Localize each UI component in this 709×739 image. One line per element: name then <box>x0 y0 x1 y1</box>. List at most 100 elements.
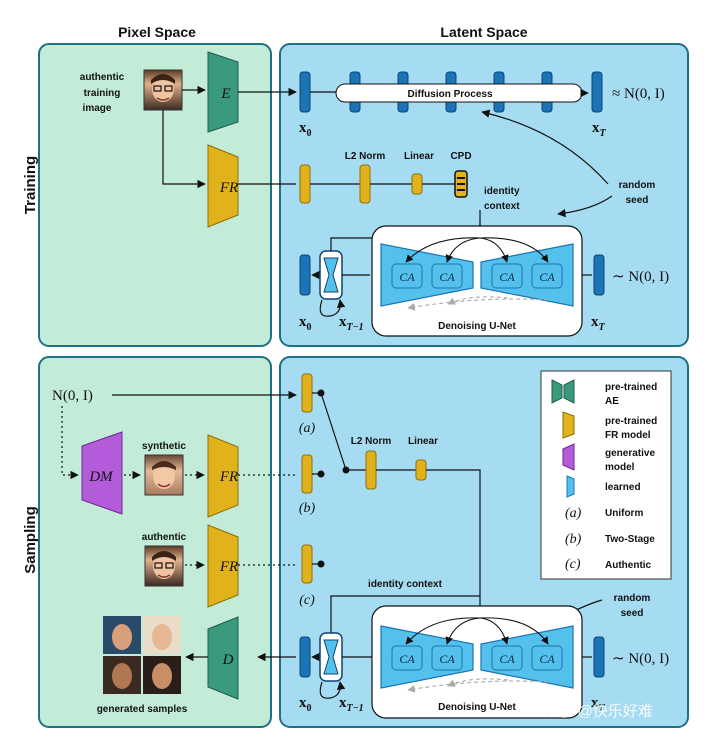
ca-label-t2: CA <box>439 270 455 284</box>
encoder-label: E <box>220 86 230 102</box>
option-a-label: (a) <box>299 421 316 436</box>
denoise-x0-block-sampling <box>299 636 311 678</box>
line-linear-to-context-sampling <box>426 469 481 610</box>
fr-embedding-block <box>299 164 311 204</box>
loop-arrow-sampling <box>319 681 346 699</box>
random-seed-label-training-1: random <box>619 180 656 191</box>
unet-label-sampling: Denoising U-Net <box>438 702 516 713</box>
random-seed-label-sampling-2: seed <box>621 608 644 619</box>
legend-learned: learned <box>605 482 641 493</box>
xT1-label-training: xT−1 <box>339 314 364 333</box>
synthetic-label: synthetic <box>142 441 186 452</box>
identity-context-label-sampling: identity context <box>368 579 443 590</box>
fr-block-sampling-authentic <box>207 524 239 608</box>
linear-block-training <box>411 173 423 195</box>
legend-b-label: Two-Stage <box>605 534 655 545</box>
unet-sampling <box>371 605 583 719</box>
l2-norm-block-sampling <box>365 450 377 490</box>
ca-label-t3: CA <box>499 270 515 284</box>
denoise-x0-label-sampling: x0 <box>299 695 312 714</box>
loop-arrow-training <box>319 299 346 317</box>
ca-label-s3: CA <box>499 652 515 666</box>
header-pixel-space: Pixel Space <box>118 24 196 40</box>
section-label-training: Training <box>22 156 39 214</box>
cpd-label: CPD <box>450 151 471 162</box>
training-face-image <box>143 69 183 111</box>
ca-label-t1: CA <box>399 270 415 284</box>
legend-fr-line2: FR model <box>605 430 651 441</box>
identity-context-label-2: context <box>484 201 520 212</box>
fr-block-sampling-synthetic <box>207 434 239 518</box>
denoise-xT-label-training: xT <box>591 314 606 333</box>
training-image-label-line1: authentic <box>80 72 125 83</box>
cpd-block <box>454 170 468 198</box>
approx-normal-label: ≈ N(0, I) <box>612 86 665 102</box>
linear-block-sampling <box>415 459 427 481</box>
legend-gm-line2: model <box>605 462 635 473</box>
generated-samples-grid <box>103 616 181 694</box>
identity-context-feed-sampling <box>330 595 480 633</box>
header-latent-space: Latent Space <box>440 24 527 40</box>
denoise-x0-label-training: x0 <box>299 314 312 333</box>
option-b-label: (b) <box>299 501 316 516</box>
arrow-seed-to-diffusion <box>481 109 609 185</box>
step-block-training <box>319 250 343 300</box>
arrow-seed-to-unet <box>557 195 613 218</box>
linear-label-training: Linear <box>404 151 434 162</box>
diffusion-process-label: Diffusion Process <box>407 89 492 100</box>
xT1-label-sampling: xT−1 <box>339 695 364 714</box>
section-label-sampling: Sampling <box>22 506 39 574</box>
authentic-face-image-sampling <box>144 545 184 587</box>
unet-label-training: Denoising U-Net <box>438 321 516 332</box>
legend-ae-line1: pre-trained <box>605 382 657 393</box>
ca-label-s2: CA <box>439 652 455 666</box>
linear-label-sampling: Linear <box>408 436 438 447</box>
dm-label: DM <box>88 469 114 485</box>
unet-training <box>371 225 583 337</box>
sim-normal-label-sampling: ∼ N(0, I) <box>612 651 669 667</box>
option-c-block <box>301 544 313 584</box>
legend <box>540 370 672 580</box>
step-block-sampling <box>319 632 343 682</box>
latent-x0-block <box>299 71 311 113</box>
denoise-xT-label-sampling: xT <box>591 695 606 714</box>
legend-a-symbol: (a) <box>565 506 582 521</box>
identity-context-label-1: identity <box>484 186 520 197</box>
l2-norm-label-training: L2 Norm <box>345 151 386 162</box>
fr-block-training <box>207 144 239 228</box>
latent-xT-block <box>591 71 603 113</box>
ca-label-s1: CA <box>399 652 415 666</box>
legend-fr-line1: pre-trained <box>605 416 657 427</box>
dm-block <box>81 431 123 515</box>
watermark: 知乎 @快乐好难 <box>543 703 652 720</box>
denoise-xT-block-sampling <box>593 636 605 678</box>
option-a-block <box>301 373 313 413</box>
training-image-label-line2: training <box>84 88 121 99</box>
random-seed-label-sampling-1: random <box>614 593 651 604</box>
random-seed-label-training-2: seed <box>626 195 649 206</box>
l2-norm-block-training <box>359 164 371 204</box>
training-image-label-line3: image <box>83 103 112 114</box>
ca-label-t4: CA <box>539 270 555 284</box>
legend-c-label: Authentic <box>605 560 652 571</box>
fr-label-training: FR <box>219 180 238 196</box>
fr-label-sampling-synthetic: FR <box>219 469 238 485</box>
denoise-x0-block-training <box>299 254 311 296</box>
option-b-block <box>301 454 313 494</box>
xT-label-training: xT <box>592 120 607 139</box>
generated-samples-label: generated samples <box>97 704 188 715</box>
decoder-block <box>207 616 239 700</box>
option-switch <box>312 389 350 568</box>
legend-gm-line1: generative <box>605 448 655 459</box>
option-c-label: (c) <box>299 593 315 608</box>
arrow-image-to-fr <box>162 110 206 189</box>
synthetic-face-image <box>144 454 184 496</box>
ca-label-s4: CA <box>539 652 555 666</box>
fr-label-sampling-authentic: FR <box>219 559 238 575</box>
sim-normal-label-training: ∼ N(0, I) <box>612 269 669 285</box>
legend-b-symbol: (b) <box>565 532 582 547</box>
legend-ae-line2: AE <box>605 396 619 407</box>
legend-c-symbol: (c) <box>565 557 581 572</box>
l2-norm-label-sampling: L2 Norm <box>351 436 392 447</box>
decoder-label: D <box>222 652 234 668</box>
